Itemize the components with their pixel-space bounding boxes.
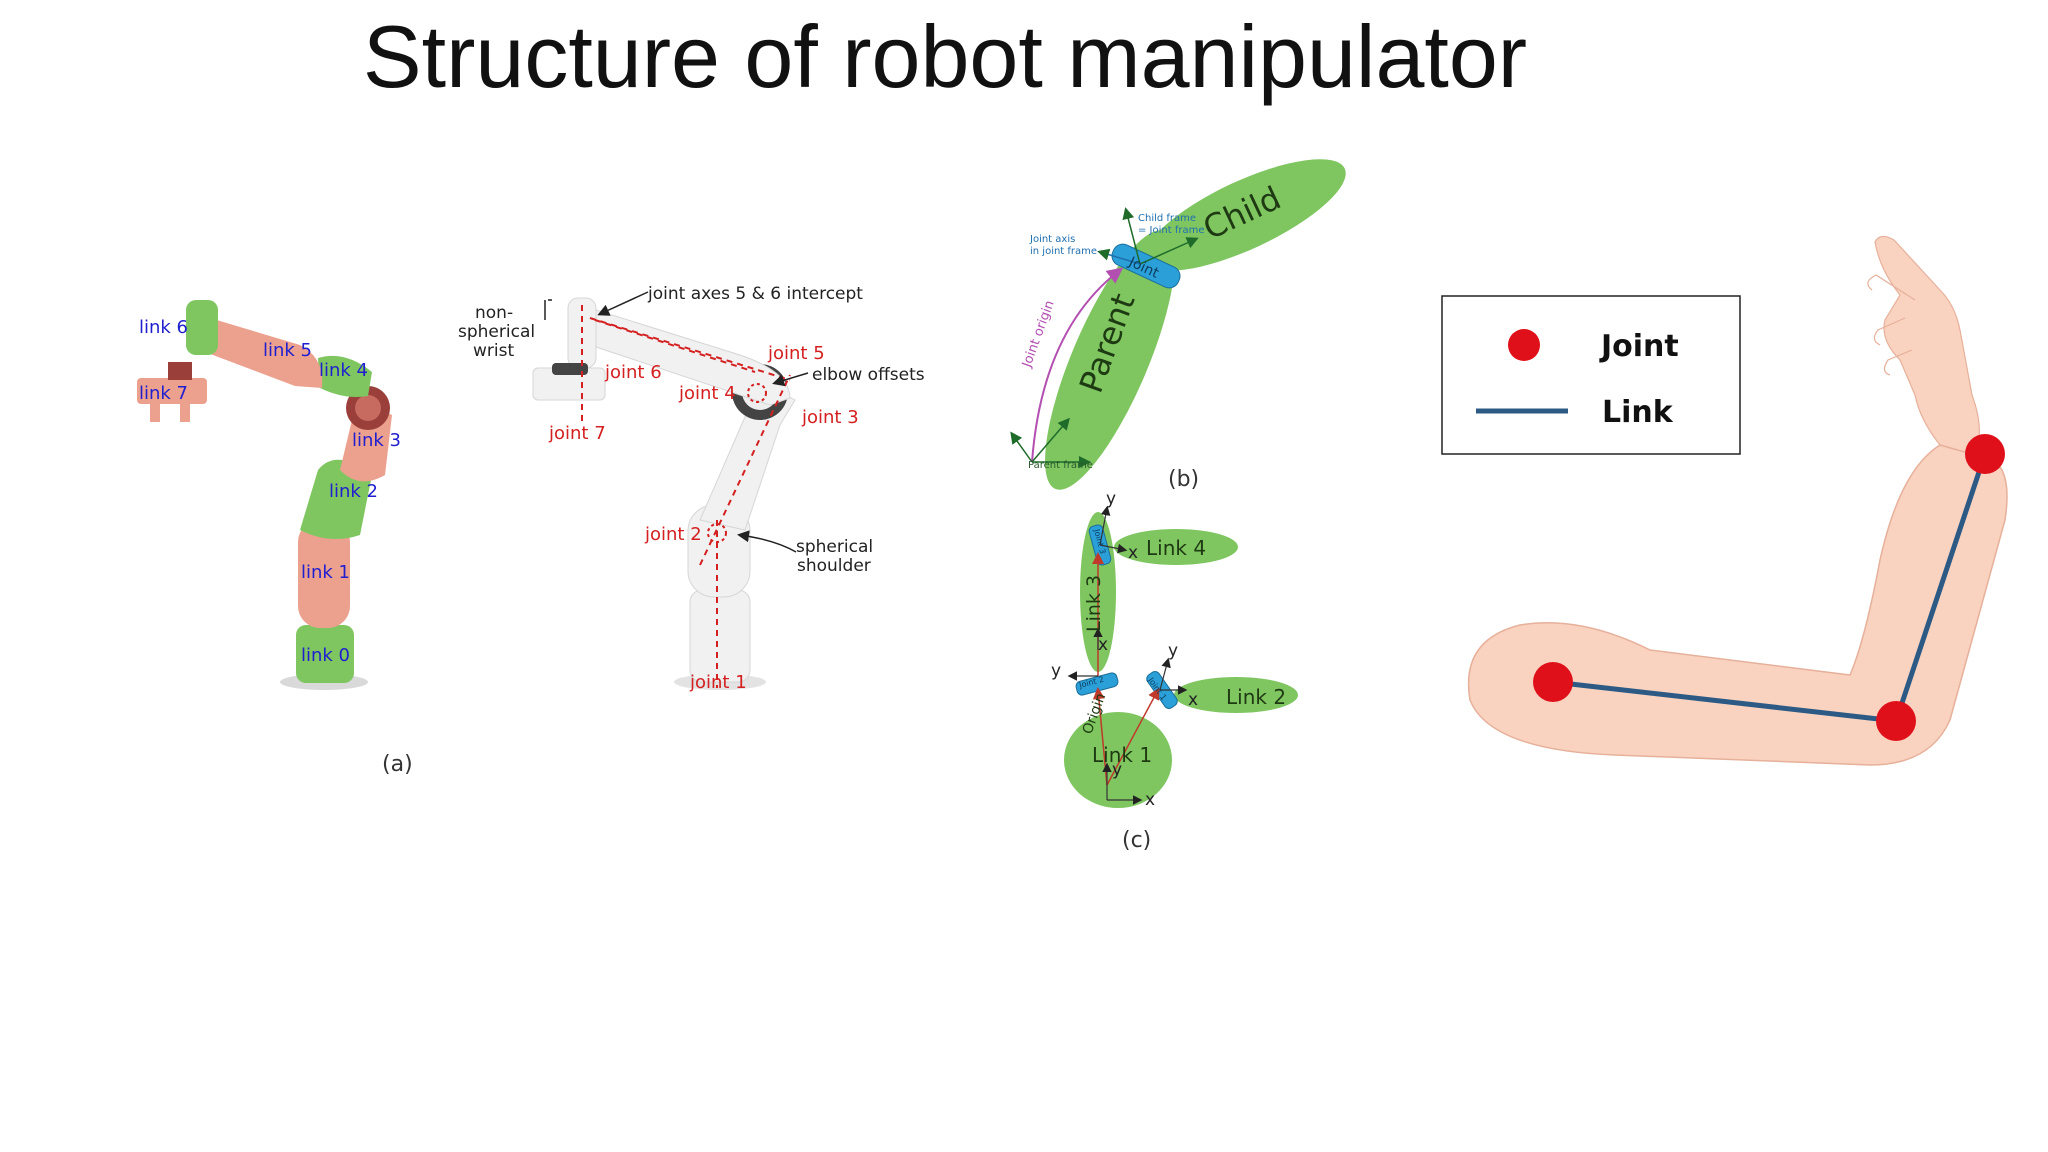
- arm-illustration: [1467, 235, 2008, 766]
- arm-joint-shoulder: [1533, 662, 1573, 702]
- joint-5-label: joint 5: [767, 343, 825, 364]
- arm-joint-elbow: [1876, 701, 1916, 741]
- robot-arm-segmented: [137, 300, 392, 690]
- joint-2-label: joint 2: [644, 524, 702, 545]
- axis-y-joint2: y: [1051, 661, 1061, 681]
- joint-1-label: joint 1: [689, 672, 747, 693]
- joint-axis-label-2: in joint frame: [1030, 246, 1097, 257]
- caption-b: (b): [1168, 467, 1199, 492]
- link-1-c-label: Link 1: [1092, 743, 1152, 767]
- link-3-c-label: Link 3: [1083, 575, 1105, 632]
- intercept-annotation: joint axes 5 & 6 intercept: [647, 284, 863, 304]
- axis-y-joint1: y: [1168, 641, 1178, 661]
- axis-y-origin: y: [1112, 760, 1122, 780]
- link-1-label: link 1: [301, 562, 350, 583]
- arm-joint-wrist: [1965, 434, 2005, 474]
- legend-joint-marker: [1508, 329, 1540, 361]
- legend-link-label: Link: [1602, 395, 1674, 430]
- caption-c: (c): [1122, 828, 1151, 853]
- axis-y-joint3: y: [1106, 489, 1116, 509]
- axis-x-joint3: x: [1128, 543, 1138, 563]
- caption-a: (a): [382, 752, 413, 777]
- legend: [1441, 295, 1741, 455]
- link-6-label: link 6: [139, 317, 188, 338]
- child-frame-label-1: Child frame: [1138, 213, 1196, 224]
- link-2-c-label: Link 2: [1226, 685, 1286, 709]
- link-2-label: link 2: [329, 481, 378, 502]
- elbow-annotation: elbow offsets: [812, 365, 925, 385]
- shoulder-annotation-2: shoulder: [797, 556, 871, 576]
- robot-arm-annotated: [532, 291, 809, 690]
- wrist-annotation-1: non-: [475, 303, 513, 323]
- axis-x-origin: x: [1145, 790, 1155, 810]
- wrist-annotation-2: spherical: [458, 322, 535, 342]
- joint-3-label: joint 3: [801, 407, 859, 428]
- link-3-label: link 3: [352, 430, 401, 451]
- slide-title: Structure of robot manipulator: [362, 7, 1528, 106]
- joint-4-label: joint 4: [678, 383, 736, 404]
- axis-x-joint2: x: [1098, 635, 1108, 655]
- link-4-label: link 4: [319, 360, 368, 381]
- axis-x-joint1: x: [1188, 690, 1198, 710]
- child-frame-label-2: = Joint frame: [1138, 225, 1205, 236]
- joint-axis-label-1: Joint axis: [1029, 234, 1075, 245]
- legend-joint-label: Joint: [1599, 329, 1679, 364]
- link-chain-diagram: [1064, 505, 1298, 808]
- joint-7-label: joint 7: [548, 423, 606, 444]
- link-5-label: link 5: [263, 340, 312, 361]
- shoulder-annotation-1: spherical: [796, 537, 873, 557]
- wrist-annotation-3: wrist: [473, 341, 514, 361]
- link-0-label: link 0: [301, 645, 350, 666]
- joint-6-label: joint 6: [604, 362, 662, 383]
- joint-origin-label: Joint origin: [1019, 299, 1057, 371]
- link-4-c-label: Link 4: [1146, 536, 1206, 560]
- parent-child-diagram: [1010, 159, 1346, 490]
- parent-frame-label: Parent frame: [1028, 460, 1093, 471]
- link-7-label: link 7: [139, 383, 188, 404]
